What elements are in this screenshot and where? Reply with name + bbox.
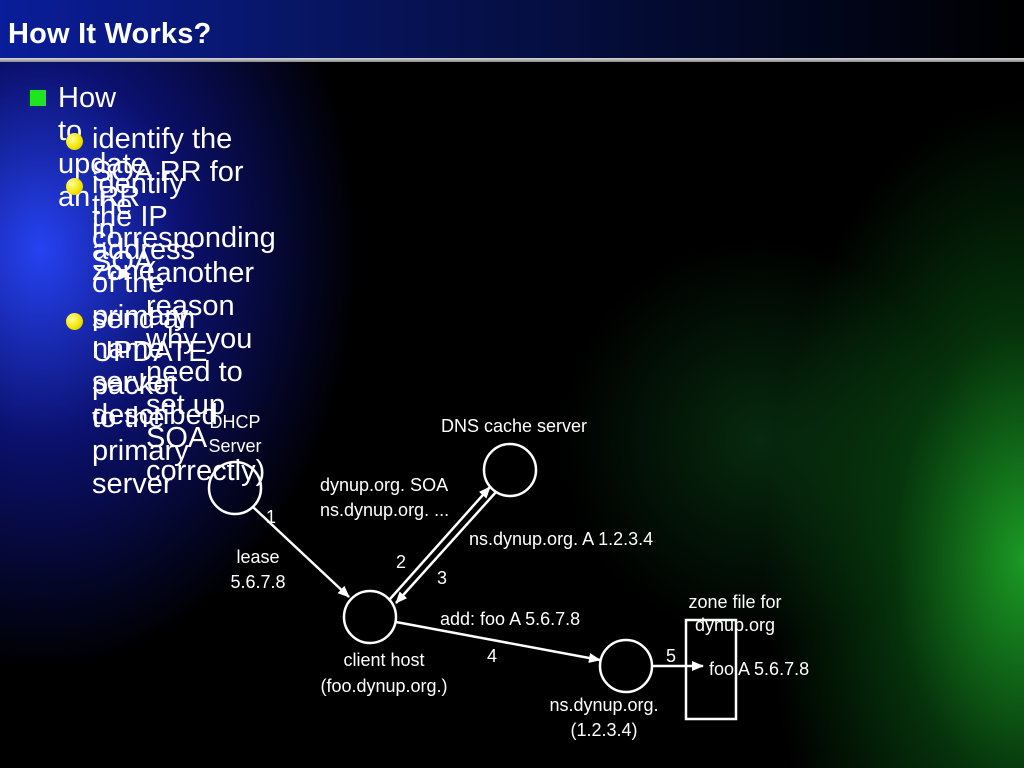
zone-label-line-2: dynup.org	[695, 615, 775, 635]
lease-label-line-2: 5.6.7.8	[230, 572, 285, 592]
edge-2-number: 2	[396, 552, 406, 572]
soa-query-arrow	[389, 486, 491, 600]
bullet-sub-2-line-1: identify the IP address of the primary n…	[92, 168, 218, 431]
ns-label-line-2: (1.2.3.4)	[570, 720, 637, 740]
answer-label: ns.dynup.org. A 1.2.3.4	[469, 529, 653, 549]
dot-bullet-icon	[66, 313, 83, 330]
slide-title: How It Works?	[8, 18, 212, 50]
update-arrow	[395, 620, 601, 663]
lease-arrow	[252, 506, 350, 598]
edge-3-number: 3	[437, 568, 447, 588]
zone-file-box	[684, 618, 738, 721]
dot-bullet-icon	[66, 133, 83, 150]
update-label: add: foo A 5.6.7.8	[440, 609, 580, 629]
ns-label-line-1: ns.dynup.org.	[549, 695, 658, 715]
client-label-line-2: (foo.dynup.org.)	[320, 676, 447, 696]
dns-cache-label: DNS cache server	[441, 416, 587, 436]
zone-label-line-1: zone file for	[688, 592, 781, 612]
dot-bullet-icon	[66, 178, 83, 195]
square-bullet-icon	[30, 90, 46, 106]
lease-label-line-1: lease	[236, 547, 279, 567]
bullet-sub-2-note: (another reason why you need to set up S…	[146, 257, 266, 487]
client-host-node	[342, 589, 398, 645]
edge-1-number: 1	[266, 507, 276, 527]
dns-cache-server-node	[482, 442, 538, 498]
title-bar	[0, 0, 1024, 58]
dhcp-server-node	[207, 460, 263, 516]
query-label-line-2: ns.dynup.org. ...	[320, 500, 449, 520]
soa-answer-arrow	[395, 491, 497, 604]
query-label-line-1: dynup.org. SOA	[320, 475, 448, 495]
client-label-line-1: client host	[343, 650, 424, 670]
edge-4-number: 4	[487, 646, 497, 666]
bullet-sub-1: identify the SOA RR for the correspondin…	[92, 123, 276, 287]
dhcp-label-line-2: Server	[208, 436, 261, 456]
triangle-bullet-icon	[119, 268, 131, 280]
dhcp-label-line-1: DHCP	[209, 412, 260, 432]
title-divider	[0, 58, 1024, 62]
zone-record-label: foo A 5.6.7.8	[709, 659, 809, 679]
name-server-node	[598, 638, 654, 694]
bullet-sub-3: send an UPDATE packet to the primary ser…	[92, 303, 208, 500]
edge-5-number: 5	[666, 646, 676, 666]
